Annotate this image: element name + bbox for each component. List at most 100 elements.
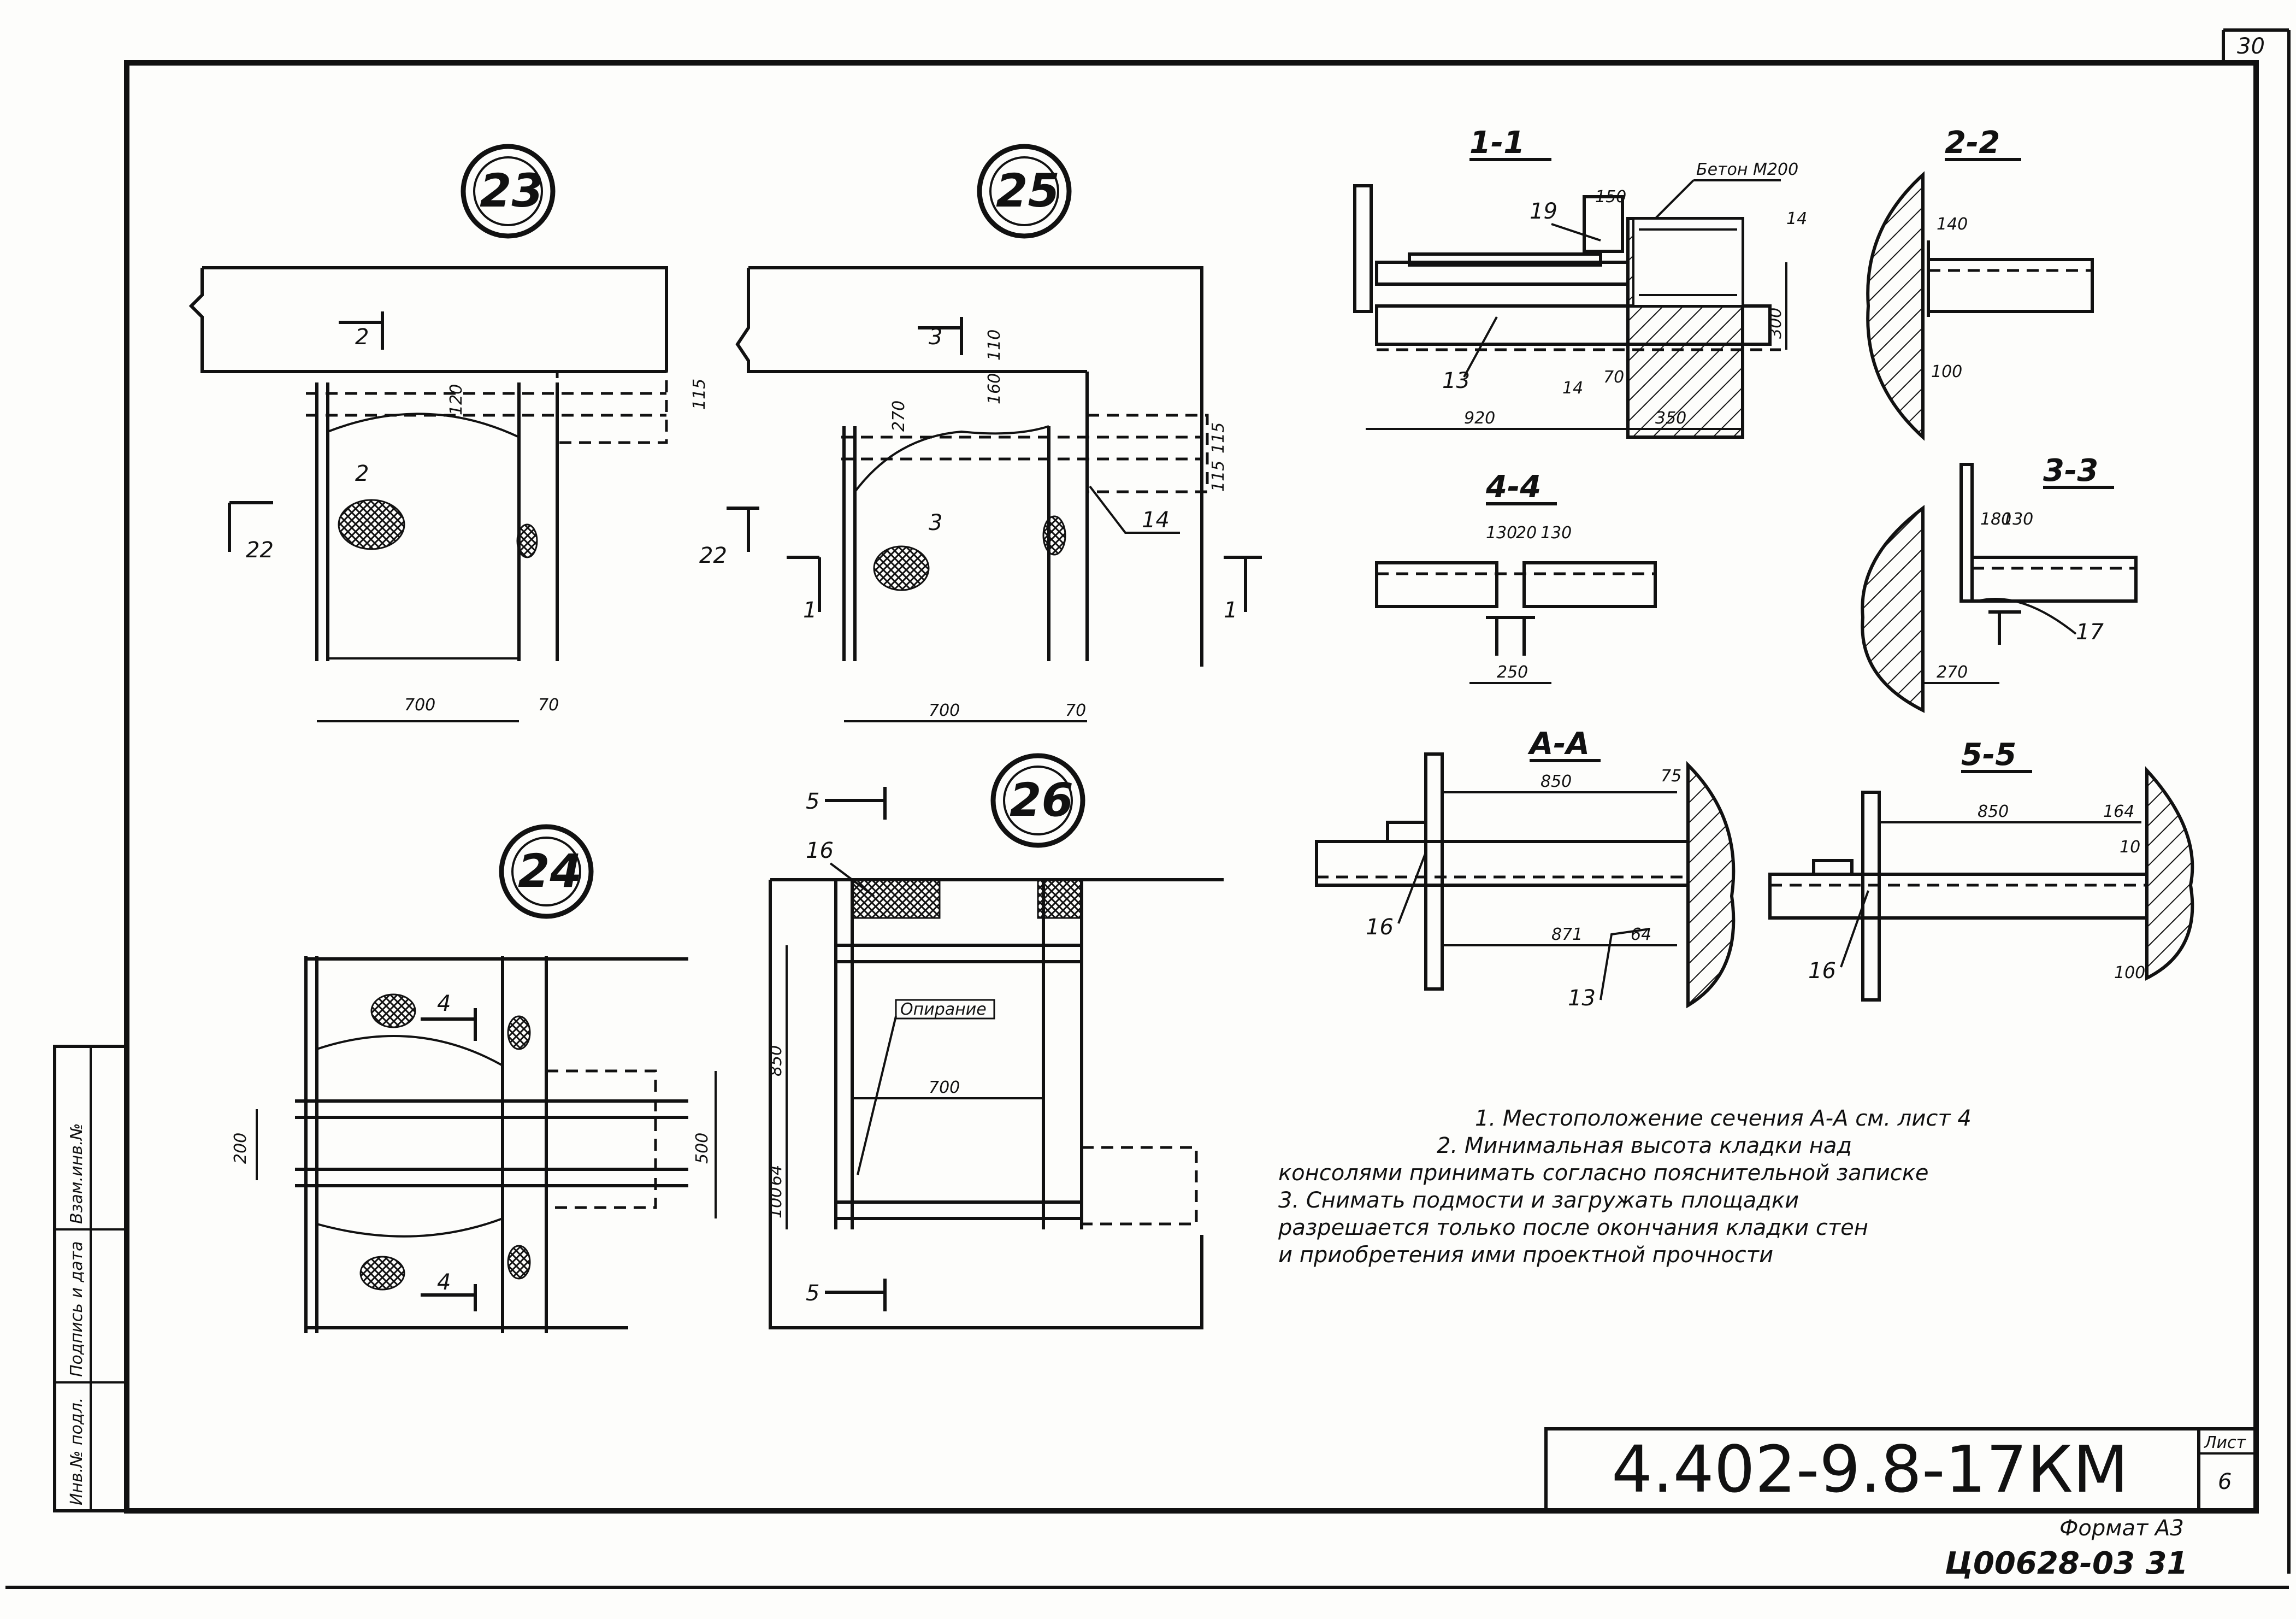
svg-text:4: 4 <box>437 991 451 1016</box>
svg-text:5: 5 <box>806 1281 819 1306</box>
inventory-number: Ц00628-03 31 <box>1945 1546 2188 1581</box>
svg-text:3: 3 <box>929 510 942 535</box>
node-24: 24 200 500 4 4 <box>231 824 717 1333</box>
svg-text:16: 16 <box>1808 958 1836 984</box>
svg-text:130: 130 <box>2002 510 2033 529</box>
svg-text:871: 871 <box>1551 925 1583 944</box>
note-3c: и приобретения ими проектной прочности <box>1278 1243 1773 1268</box>
note-3a: 3. Снимать подмости и загружать площадки <box>1278 1188 1799 1213</box>
svg-text:115: 115 <box>690 379 709 410</box>
sheet-number: 6 <box>2218 1469 2232 1494</box>
svg-text:115: 115 <box>1209 461 1228 492</box>
svg-text:70: 70 <box>538 696 559 715</box>
side-stamp: Инв.№ подл. Подпись и дата Взам.инв.№ <box>53 1045 128 1512</box>
svg-text:64: 64 <box>1631 925 1651 944</box>
svg-text:700: 700 <box>404 696 435 715</box>
svg-text:2: 2 <box>355 461 369 486</box>
svg-text:115: 115 <box>1209 422 1228 454</box>
svg-text:16: 16 <box>1366 915 1394 940</box>
node-25: 25 700 70 270 160 110 115 115 3 3 22 1 1… <box>699 144 1262 722</box>
svg-text:164: 164 <box>2103 802 2134 821</box>
note-2a: 2. Минимальная высота кладки над <box>1437 1133 1852 1158</box>
svg-text:500: 500 <box>693 1133 712 1164</box>
node-23: 23 700 70 120 115 2 2 22 <box>188 144 709 722</box>
node-26: 26 700 850 64 100 Опирание 5 5 16 <box>766 753 1224 1329</box>
svg-text:130: 130 <box>1486 523 1517 543</box>
podpis-label: Подпись и дата <box>67 1241 86 1377</box>
section-4-4: 4-4 130 20 130 250 <box>1375 469 1657 684</box>
svg-text:75: 75 <box>1661 767 1681 786</box>
inv-podl-label: Инв.№ подл. <box>67 1398 86 1505</box>
svg-text:700: 700 <box>929 1078 960 1097</box>
section-1-1: 1-1 Бетон М200 19 150 13 14 14 70 300 92… <box>1353 125 1807 439</box>
sheet-frame: 30 <box>5 28 2291 1589</box>
svg-text:850: 850 <box>1978 802 2009 821</box>
svg-text:850: 850 <box>766 1045 786 1076</box>
node-25-label: 25 <box>996 164 1060 217</box>
beton-label: Бетон М200 <box>1696 160 1798 179</box>
svg-text:200: 200 <box>231 1133 250 1164</box>
section-4-4-title: 4-4 <box>1485 469 1541 505</box>
svg-text:2: 2 <box>355 325 369 350</box>
svg-text:100: 100 <box>1931 362 1962 381</box>
svg-text:850: 850 <box>1540 772 1572 791</box>
node-23-label: 23 <box>480 164 544 217</box>
svg-text:130: 130 <box>1540 523 1572 543</box>
node-24-marker <box>499 824 594 919</box>
notes-block: 1. Местоположение сечения А-А см. лист 4… <box>1278 1106 1972 1268</box>
svg-text:16: 16 <box>806 838 834 863</box>
svg-text:1: 1 <box>803 598 817 623</box>
svg-text:1: 1 <box>1224 598 1237 623</box>
section-a-a-title: А-А <box>1527 726 1590 762</box>
section-1-1-title: 1-1 <box>1469 125 1525 161</box>
opirane-label: Опирание <box>900 1000 987 1019</box>
svg-text:4: 4 <box>437 1270 451 1295</box>
section-2-2-title: 2-2 <box>1945 125 2000 161</box>
svg-text:100: 100 <box>2114 963 2145 982</box>
svg-text:19: 19 <box>1530 199 1557 224</box>
svg-text:17: 17 <box>2076 620 2104 645</box>
svg-text:70: 70 <box>1065 701 1086 720</box>
section-3-3-title: 3-3 <box>2043 453 2098 488</box>
svg-text:300: 300 <box>1766 308 1785 339</box>
format-label: Формат А3 <box>2059 1516 2184 1541</box>
svg-text:270: 270 <box>889 401 908 432</box>
svg-text:270: 270 <box>1937 663 1968 682</box>
svg-text:5: 5 <box>806 789 819 814</box>
sheet-label: Лист <box>2204 1433 2247 1452</box>
svg-text:180: 180 <box>1980 510 2011 529</box>
svg-text:10: 10 <box>2120 838 2140 857</box>
svg-text:22: 22 <box>699 543 727 568</box>
title-block: 4.402-9.8-17КМ Лист 6 Формат А3 Ц00628-0… <box>1544 1427 2258 1581</box>
note-2b: консолями принимать согласно пояснительн… <box>1278 1161 1929 1186</box>
svg-text:64: 64 <box>766 1165 786 1186</box>
svg-text:70: 70 <box>1603 368 1624 387</box>
node-23-marker <box>461 144 556 239</box>
note-1: 1. Местоположение сечения А-А см. лист 4 <box>1475 1106 1972 1131</box>
node-25-marker <box>977 144 1072 239</box>
svg-text:150: 150 <box>1595 187 1626 207</box>
svg-text:700: 700 <box>929 701 960 720</box>
svg-text:100: 100 <box>766 1187 786 1218</box>
document-code: 4.402-9.8-17КМ <box>1612 1432 2128 1507</box>
section-3-3: 3-3 180 130 17 270 <box>1861 453 2138 713</box>
svg-text:140: 140 <box>1937 215 1968 234</box>
svg-text:160: 160 <box>985 373 1004 404</box>
section-5-5: 5-5 850 164 10 100 16 <box>1768 737 2194 1002</box>
svg-text:250: 250 <box>1497 663 1528 682</box>
svg-text:13: 13 <box>1568 986 1596 1011</box>
node-26-marker <box>990 753 1085 848</box>
node-24-label: 24 <box>518 844 582 898</box>
svg-text:920: 920 <box>1464 409 1495 428</box>
svg-text:110: 110 <box>985 329 1004 361</box>
svg-text:20: 20 <box>1516 523 1537 543</box>
section-2-2: 2-2 140 100 <box>1866 125 2094 441</box>
svg-text:14: 14 <box>1562 379 1583 398</box>
svg-text:14: 14 <box>1786 209 1807 228</box>
svg-text:14: 14 <box>1142 508 1170 533</box>
note-3b: разрешается только после окончания кладк… <box>1278 1215 1868 1240</box>
page-number: 30 <box>2237 34 2265 59</box>
section-a-a: А-А 850 75 871 64 16 13 <box>1315 726 1736 1011</box>
